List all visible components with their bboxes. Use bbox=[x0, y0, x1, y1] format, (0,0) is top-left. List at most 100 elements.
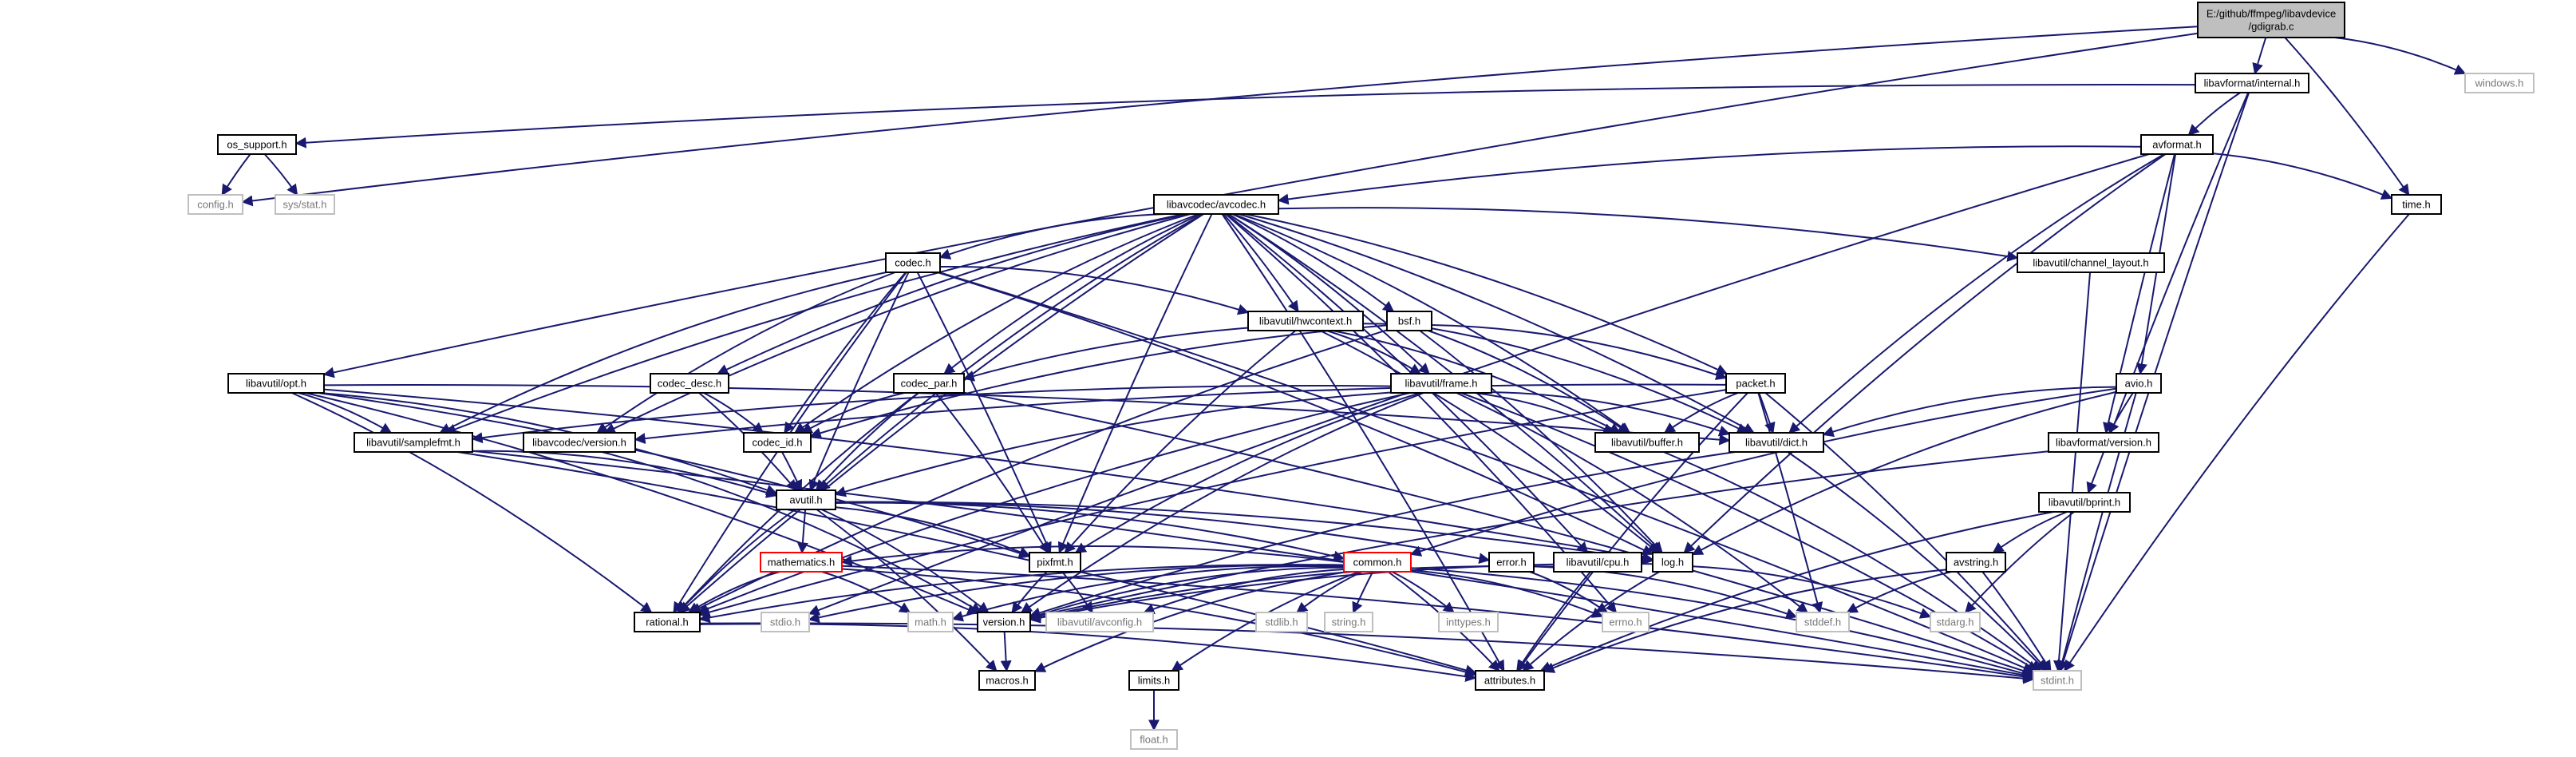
edge-frame-to-avutil bbox=[834, 391, 1392, 497]
node-pixfmt[interactable]: pixfmt.h bbox=[1029, 552, 1081, 573]
edge-mathematics-to-stdint bbox=[841, 565, 2035, 683]
edge-packet-to-buffer bbox=[1663, 392, 1739, 434]
node-avutil[interactable]: avutil.h bbox=[776, 489, 836, 510]
node-label-avconfig: libavutil/avconfig.h bbox=[1057, 616, 1142, 628]
node-macros[interactable]: macros.h bbox=[978, 670, 1036, 691]
edge-codec-to-samplefmt bbox=[439, 271, 887, 434]
node-box-config bbox=[188, 194, 243, 215]
edge-channel_layout-to-stdint bbox=[2053, 271, 2092, 672]
node-stdarg: stdarg.h bbox=[1930, 612, 1981, 632]
node-label-version: version.h bbox=[983, 616, 1025, 628]
node-label-avstring: avstring.h bbox=[1954, 557, 1998, 569]
node-box-log bbox=[1652, 552, 1693, 573]
edge-dict-to-version bbox=[1029, 451, 1736, 619]
edge-common-to-inttypes bbox=[1391, 571, 1455, 613]
node-frame[interactable]: libavutil/frame.h bbox=[1390, 373, 1492, 394]
edge-avcodec-to-cpu bbox=[1226, 213, 1589, 554]
node-dict[interactable]: libavutil/dict.h bbox=[1729, 432, 1824, 453]
edge-codec-to-stdint bbox=[938, 271, 2035, 673]
node-limits[interactable]: limits.h bbox=[1128, 670, 1179, 691]
node-channel_layout[interactable]: libavutil/channel_layout.h bbox=[2017, 252, 2165, 273]
node-box-samplefmt bbox=[354, 432, 473, 453]
node-internal[interactable]: libavformat/internal.h bbox=[2195, 73, 2309, 93]
node-label-bsf: bsf.h bbox=[1398, 315, 1420, 327]
node-box-codec_desc bbox=[650, 373, 729, 394]
node-buffer[interactable]: libavutil/buffer.h bbox=[1594, 432, 1700, 453]
edge-opt-to-dict bbox=[323, 384, 1731, 446]
edge-avio-to-lavf_version bbox=[2108, 392, 2134, 434]
edge-common-to-mathematics bbox=[840, 545, 1345, 567]
node-box-lavf_version bbox=[2048, 432, 2159, 453]
node-box-stdlib bbox=[1255, 612, 1308, 632]
edge-root-to-internal bbox=[2252, 37, 2267, 75]
edge-packet-to-attributes bbox=[1517, 392, 1748, 672]
edge-hwcontext-to-frame bbox=[1326, 330, 1422, 375]
node-string: string.h bbox=[1324, 612, 1373, 632]
node-label-windows: windows.h bbox=[2475, 77, 2524, 89]
node-avformat[interactable]: avformat.h bbox=[2140, 134, 2214, 155]
node-os_support[interactable]: os_support.h bbox=[217, 134, 297, 155]
edge-codec-to-log bbox=[937, 271, 1654, 556]
node-label-packet: packet.h bbox=[1736, 378, 1775, 390]
edge-packet-to-rational bbox=[698, 389, 1727, 618]
node-avcodec[interactable]: libavcodec/avcodec.h bbox=[1153, 194, 1279, 215]
node-label-internal: libavformat/internal.h bbox=[2204, 77, 2301, 89]
node-codec_par[interactable]: codec_par.h bbox=[893, 373, 965, 394]
node-bprint[interactable]: libavutil/bprint.h bbox=[2038, 492, 2131, 513]
node-codec_desc[interactable]: codec_desc.h bbox=[650, 373, 729, 394]
node-label-stdlib: stdlib.h bbox=[1265, 616, 1298, 628]
node-mathematics[interactable]: mathematics.h bbox=[760, 552, 843, 573]
node-box-rational bbox=[634, 612, 701, 632]
edge-opt-to-pixfmt bbox=[318, 392, 1031, 559]
node-avstring[interactable]: avstring.h bbox=[1946, 552, 2006, 573]
node-box-avformat bbox=[2140, 134, 2214, 155]
node-label-limits: limits.h bbox=[1138, 675, 1170, 687]
node-bsf[interactable]: bsf.h bbox=[1386, 311, 1432, 331]
node-label-rational: rational.h bbox=[646, 616, 688, 628]
node-lavf_version[interactable]: libavformat/version.h bbox=[2048, 432, 2159, 453]
node-cpu[interactable]: libavutil/cpu.h bbox=[1553, 552, 1642, 573]
edge-common-to-rational bbox=[698, 564, 1345, 624]
edge-log-to-stdarg bbox=[1692, 565, 1932, 619]
edge-opt-to-version bbox=[305, 392, 979, 615]
edge-error-to-errno bbox=[1529, 571, 1609, 613]
node-version[interactable]: version.h bbox=[977, 612, 1031, 632]
edge-bprint-to-attributes bbox=[1539, 511, 2054, 672]
node-lavc_version[interactable]: libavcodec/version.h bbox=[523, 432, 636, 453]
edge-log-to-attributes bbox=[1522, 571, 1660, 672]
node-log[interactable]: log.h bbox=[1652, 552, 1693, 573]
node-common[interactable]: common.h bbox=[1343, 552, 1412, 573]
node-samplefmt[interactable]: libavutil/samplefmt.h bbox=[354, 432, 473, 453]
edge-avio-to-dict bbox=[1822, 386, 2117, 438]
edge-frame-to-rational bbox=[697, 392, 1411, 614]
node-box-opt bbox=[227, 373, 325, 394]
edge-avstring-to-stddef bbox=[1846, 571, 1952, 613]
edge-avformat-to-dict bbox=[1788, 153, 2165, 434]
node-avio[interactable]: avio.h bbox=[2116, 373, 2162, 394]
node-label-buffer: libavutil/buffer.h bbox=[1611, 437, 1683, 449]
edge-codec-to-hwcontext bbox=[939, 265, 1250, 315]
node-label-lavf_version: libavformat/version.h bbox=[2056, 437, 2151, 449]
node-box-avcodec bbox=[1153, 194, 1279, 215]
node-sys_stat: sys/stat.h bbox=[275, 194, 335, 215]
node-packet[interactable]: packet.h bbox=[1725, 373, 1786, 394]
node-opt[interactable]: libavutil/opt.h bbox=[227, 373, 325, 394]
node-codec_id[interactable]: codec_id.h bbox=[743, 432, 812, 453]
node-error[interactable]: error.h bbox=[1488, 552, 1535, 573]
node-root[interactable]: E:/github/ffmpeg/libavdevice/gdigrab.c bbox=[2197, 2, 2345, 38]
edge-root-to-opt bbox=[322, 32, 2199, 378]
node-box-codec_id bbox=[743, 432, 812, 453]
edge-frame-to-stddef bbox=[1456, 392, 1808, 613]
node-label-attributes: attributes.h bbox=[1484, 675, 1535, 687]
node-hwcontext[interactable]: libavutil/hwcontext.h bbox=[1247, 311, 1364, 331]
edge-avutil-to-version bbox=[821, 509, 990, 613]
node-label-mathematics: mathematics.h bbox=[768, 557, 836, 569]
node-label-os_support: os_support.h bbox=[227, 139, 286, 151]
edge-frame-to-pixfmt bbox=[1074, 392, 1421, 553]
node-time[interactable]: time.h bbox=[2391, 194, 2442, 215]
node-box-channel_layout bbox=[2017, 252, 2165, 273]
node-attributes[interactable]: attributes.h bbox=[1475, 670, 1545, 691]
node-box-common bbox=[1343, 552, 1412, 573]
node-rational[interactable]: rational.h bbox=[634, 612, 701, 632]
node-codec[interactable]: codec.h bbox=[885, 252, 941, 273]
